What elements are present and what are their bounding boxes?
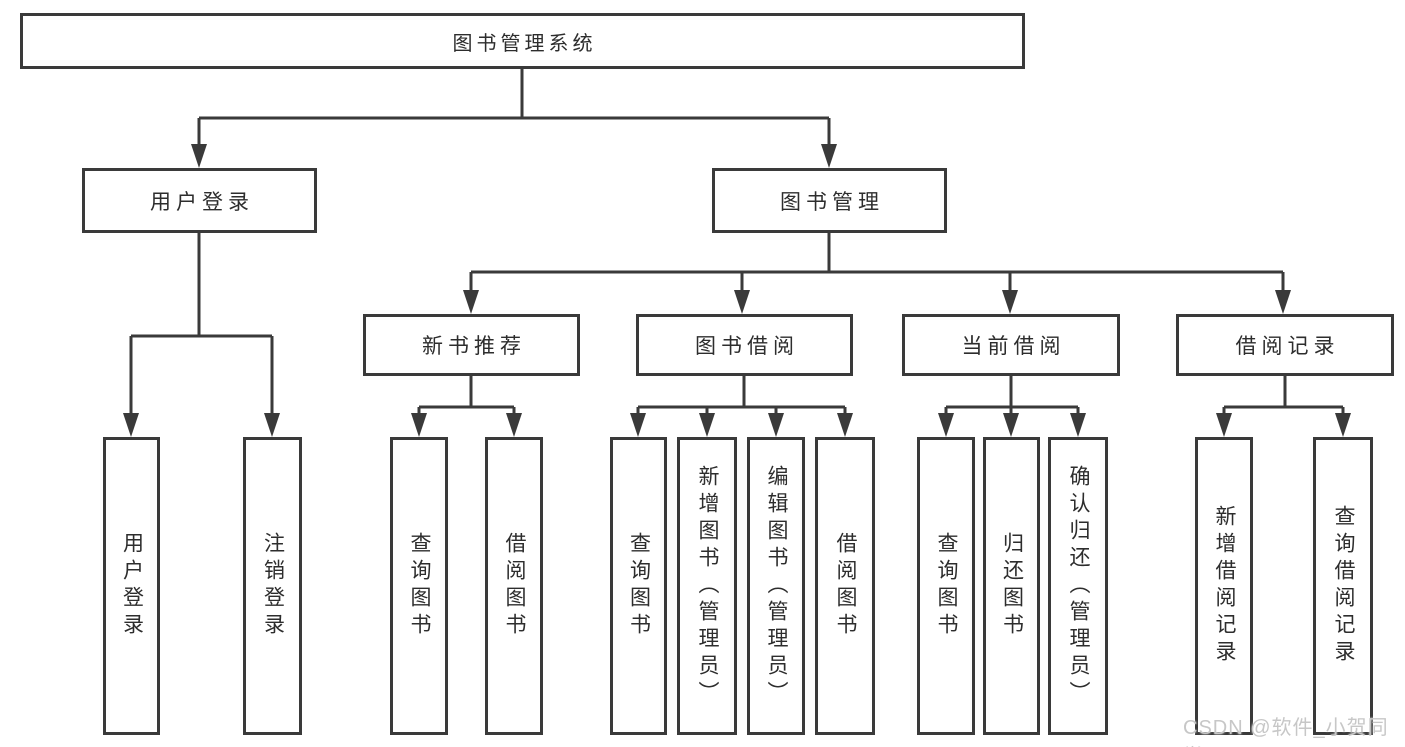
leaf-bb-borrow-book: 借阅图书 — [815, 437, 875, 735]
leaf-nbr-query-book: 查询图书 — [390, 437, 448, 735]
arrowheads — [123, 144, 1351, 437]
leaf-bb-add-book-admin: 新增图书（管理员） — [677, 437, 737, 735]
leaf-cb-confirm-return-admin: 确认归还（管理员） — [1048, 437, 1108, 735]
leaf-cb-return-book: 归还图书 — [983, 437, 1040, 735]
node-root: 图书管理系统 — [20, 13, 1025, 69]
leaf-bb-edit-book-admin: 编辑图书（管理员） — [747, 437, 805, 735]
leaf-cb-query-book: 查询图书 — [917, 437, 975, 735]
leaf-logout: 注销登录 — [243, 437, 302, 735]
node-current-borrowing: 当前借阅 — [902, 314, 1120, 376]
leaf-bb-query-book: 查询图书 — [610, 437, 667, 735]
node-user-login: 用户登录 — [82, 168, 317, 233]
node-borrowing-records: 借阅记录 — [1176, 314, 1394, 376]
csdn-watermark: CSDN @软件_小贺同学 — [1183, 717, 1389, 747]
node-book-management: 图书管理 — [712, 168, 947, 233]
leaf-br-query-record: 查询借阅记录 — [1313, 437, 1373, 735]
leaf-nbr-borrow-book: 借阅图书 — [485, 437, 543, 735]
leaf-br-add-record: 新增借阅记录 — [1195, 437, 1253, 735]
node-book-borrowing: 图书借阅 — [636, 314, 853, 376]
node-new-book-recommend: 新书推荐 — [363, 314, 580, 376]
leaf-user-login: 用户登录 — [103, 437, 160, 735]
